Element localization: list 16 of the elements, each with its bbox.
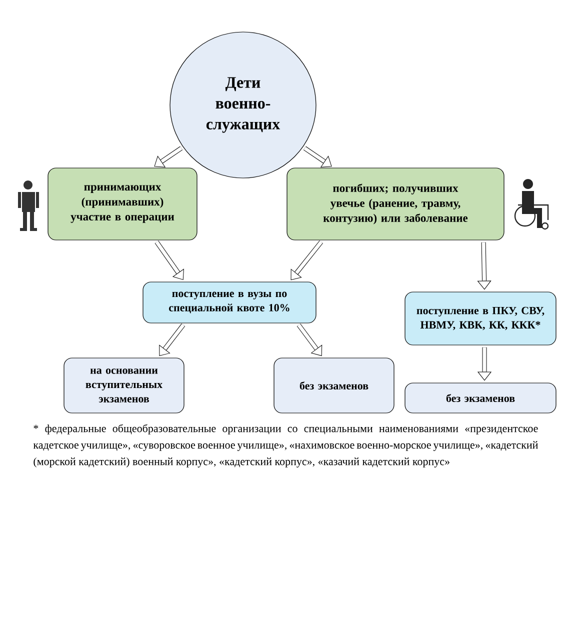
arrow: [303, 146, 332, 168]
process-box: погибших; получивших увечье (ранение, травму, контузию) или заболевание: [286, 168, 504, 240]
footnote: * федеральные общеобразовательные организации со специальными наименованиями «президентское кадетское училище», «суворовское военное училище», «нахимовское военно-морское училище», «кадетский (морской кадетский) военный корпус», «кадетский корпус», «казачий кадетский корпус»: [33, 424, 538, 468]
arrow: [154, 146, 183, 168]
arrow: [154, 240, 184, 280]
result-box: на основании вступительных экзаменов: [64, 358, 184, 414]
result-box: без экзаменов: [274, 358, 394, 414]
process-box: поступление в вузы по специальной квоте 10%: [142, 282, 316, 324]
arrow: [290, 240, 324, 280]
process-box: поступление в ПКУ, СВУ, НВМУ, КВК, КК, ККК*: [404, 292, 556, 346]
arrow: [478, 242, 492, 290]
result-box: без экзаменов: [404, 382, 556, 414]
arrow: [296, 324, 322, 356]
process-box: принимающих (принимавших) участие в операции: [48, 168, 198, 240]
arrow: [159, 324, 186, 356]
arrow: [478, 347, 492, 381]
